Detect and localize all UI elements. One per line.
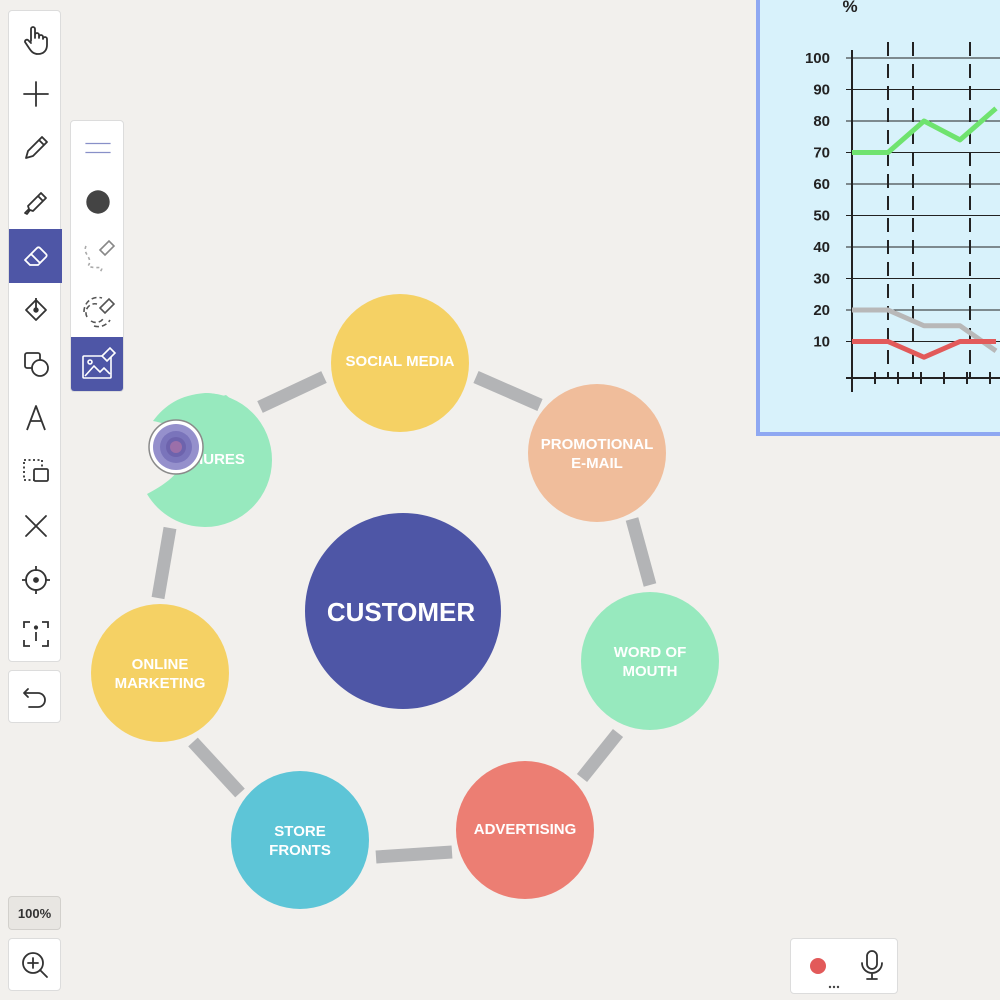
image-eraser-option[interactable] — [71, 337, 123, 391]
node-label-line2: MOUTH — [623, 663, 678, 680]
series-line — [852, 339, 996, 360]
node-circle — [581, 592, 719, 730]
center-circle — [305, 513, 501, 709]
shapes-icon — [23, 352, 49, 377]
y-tick-label: 40 — [813, 239, 830, 256]
tool-bar — [8, 10, 62, 662]
y-tick-label: 70 — [813, 145, 830, 162]
menu-lines-icon — [85, 142, 111, 154]
eraser-options-panel — [70, 120, 124, 392]
selection-icon — [22, 459, 49, 482]
connector — [625, 517, 657, 587]
node-label-line1: STORE — [274, 823, 325, 840]
zoom-level[interactable]: 100% — [8, 896, 61, 930]
node-circle-bite — [205, 393, 232, 409]
y-tick-label: 30 — [813, 271, 830, 288]
more-icon[interactable] — [828, 985, 840, 989]
node-label-line1: PROMOTIONAL — [541, 436, 654, 453]
y-tick-label: 10 — [813, 334, 830, 351]
add-tool-button[interactable] — [9, 67, 62, 121]
y-tick-label: 20 — [813, 302, 830, 319]
series-line — [852, 307, 998, 353]
node-label-line1: WORD OF — [614, 644, 687, 661]
node-word-of-mouth[interactable]: WORD OF MOUTH — [581, 592, 719, 730]
eraser-tool-button[interactable] — [9, 229, 62, 283]
node-online-marketing[interactable]: ONLINE MARKETING — [91, 604, 229, 742]
connector — [473, 371, 543, 411]
record-icon[interactable] — [810, 958, 826, 974]
shapes-tool-button[interactable] — [9, 337, 62, 391]
node-label-line2: FRONTS — [269, 842, 331, 859]
laser-tool-button[interactable] — [9, 553, 62, 607]
delete-tool-button[interactable] — [9, 499, 62, 553]
center-label: CUSTOMER — [327, 597, 476, 627]
connector — [188, 737, 245, 798]
info-icon — [22, 621, 49, 647]
node-label-line1: SOCIAL MEDIA — [346, 353, 455, 370]
marker-tool-button[interactable] — [9, 175, 62, 229]
connector — [375, 845, 453, 864]
marker-icon — [23, 192, 47, 215]
text-icon — [25, 405, 46, 431]
node-circle — [331, 294, 469, 432]
eraser-icon — [23, 246, 48, 266]
y-tick-label: 50 — [813, 208, 830, 225]
eraser-size-option[interactable] — [71, 175, 123, 229]
connector — [151, 526, 177, 600]
node-circle — [231, 771, 369, 909]
node-circle — [528, 384, 666, 522]
line-chart-card[interactable]: 10 20 30 40 50 60 70 80 90 100% — [756, 0, 1000, 436]
stroke-eraser-option[interactable] — [71, 229, 123, 283]
fill-bucket-icon — [24, 298, 47, 321]
series-line — [852, 106, 998, 155]
node-advertising[interactable]: ADVERTISING — [456, 761, 594, 899]
delete-icon — [24, 515, 47, 537]
area-eraser-icon — [83, 296, 116, 328]
plus-icon — [22, 81, 49, 107]
node-circle — [456, 761, 594, 899]
node-store-fronts[interactable]: STORE FRONTS — [231, 771, 369, 909]
info-tool-button[interactable] — [9, 607, 62, 661]
text-tool-button[interactable] — [9, 391, 62, 445]
fill-tool-button[interactable] — [9, 283, 62, 337]
zoom-in-icon — [21, 951, 48, 978]
connector — [257, 371, 327, 413]
pencil-icon — [24, 136, 48, 159]
node-social-media[interactable]: SOCIAL MEDIA — [331, 294, 469, 432]
node-label-line1: IURES — [199, 451, 245, 468]
hand-tool-button[interactable] — [9, 13, 62, 67]
node-promotional-email[interactable]: PROMOTIONAL E-MAIL — [528, 384, 666, 522]
eraser-dot-icon — [86, 190, 110, 214]
undo-button[interactable] — [8, 670, 61, 723]
select-tool-button[interactable] — [9, 445, 62, 499]
node-label-line1: ADVERTISING — [474, 821, 577, 838]
y-tick-label: 80 — [813, 113, 830, 130]
connector — [576, 728, 624, 783]
line-chart: 10 20 30 40 50 60 70 80 90 100% — [805, 0, 1000, 392]
node-label-line2: E-MAIL — [571, 455, 623, 472]
laser-pointer-icon — [21, 566, 50, 594]
stroke-eraser-icon — [84, 239, 116, 273]
node-circle — [91, 604, 229, 742]
recorder-panel — [790, 938, 898, 994]
hand-icon — [23, 26, 48, 55]
undo-icon — [22, 687, 46, 708]
node-label-line1: ONLINE — [132, 656, 189, 673]
zoom-in-button[interactable] — [8, 938, 61, 991]
diagram-connectors — [151, 371, 657, 864]
recorder-controls — [810, 950, 883, 989]
microphone-icon[interactable] — [861, 950, 883, 980]
panel-handle[interactable] — [71, 121, 123, 175]
center-node-customer[interactable]: CUSTOMER — [305, 513, 501, 709]
y-tick-label: 100 — [805, 50, 830, 67]
y-tick-label: 60 — [813, 176, 830, 193]
node-label-line2: MARKETING — [115, 675, 206, 692]
area-eraser-option[interactable] — [71, 283, 123, 337]
y-tick-label: 90 — [813, 82, 830, 99]
eraser-cursor — [148, 419, 204, 475]
image-eraser-icon — [82, 346, 117, 379]
pencil-tool-button[interactable] — [9, 121, 62, 175]
y-axis-label: % — [842, 0, 857, 16]
